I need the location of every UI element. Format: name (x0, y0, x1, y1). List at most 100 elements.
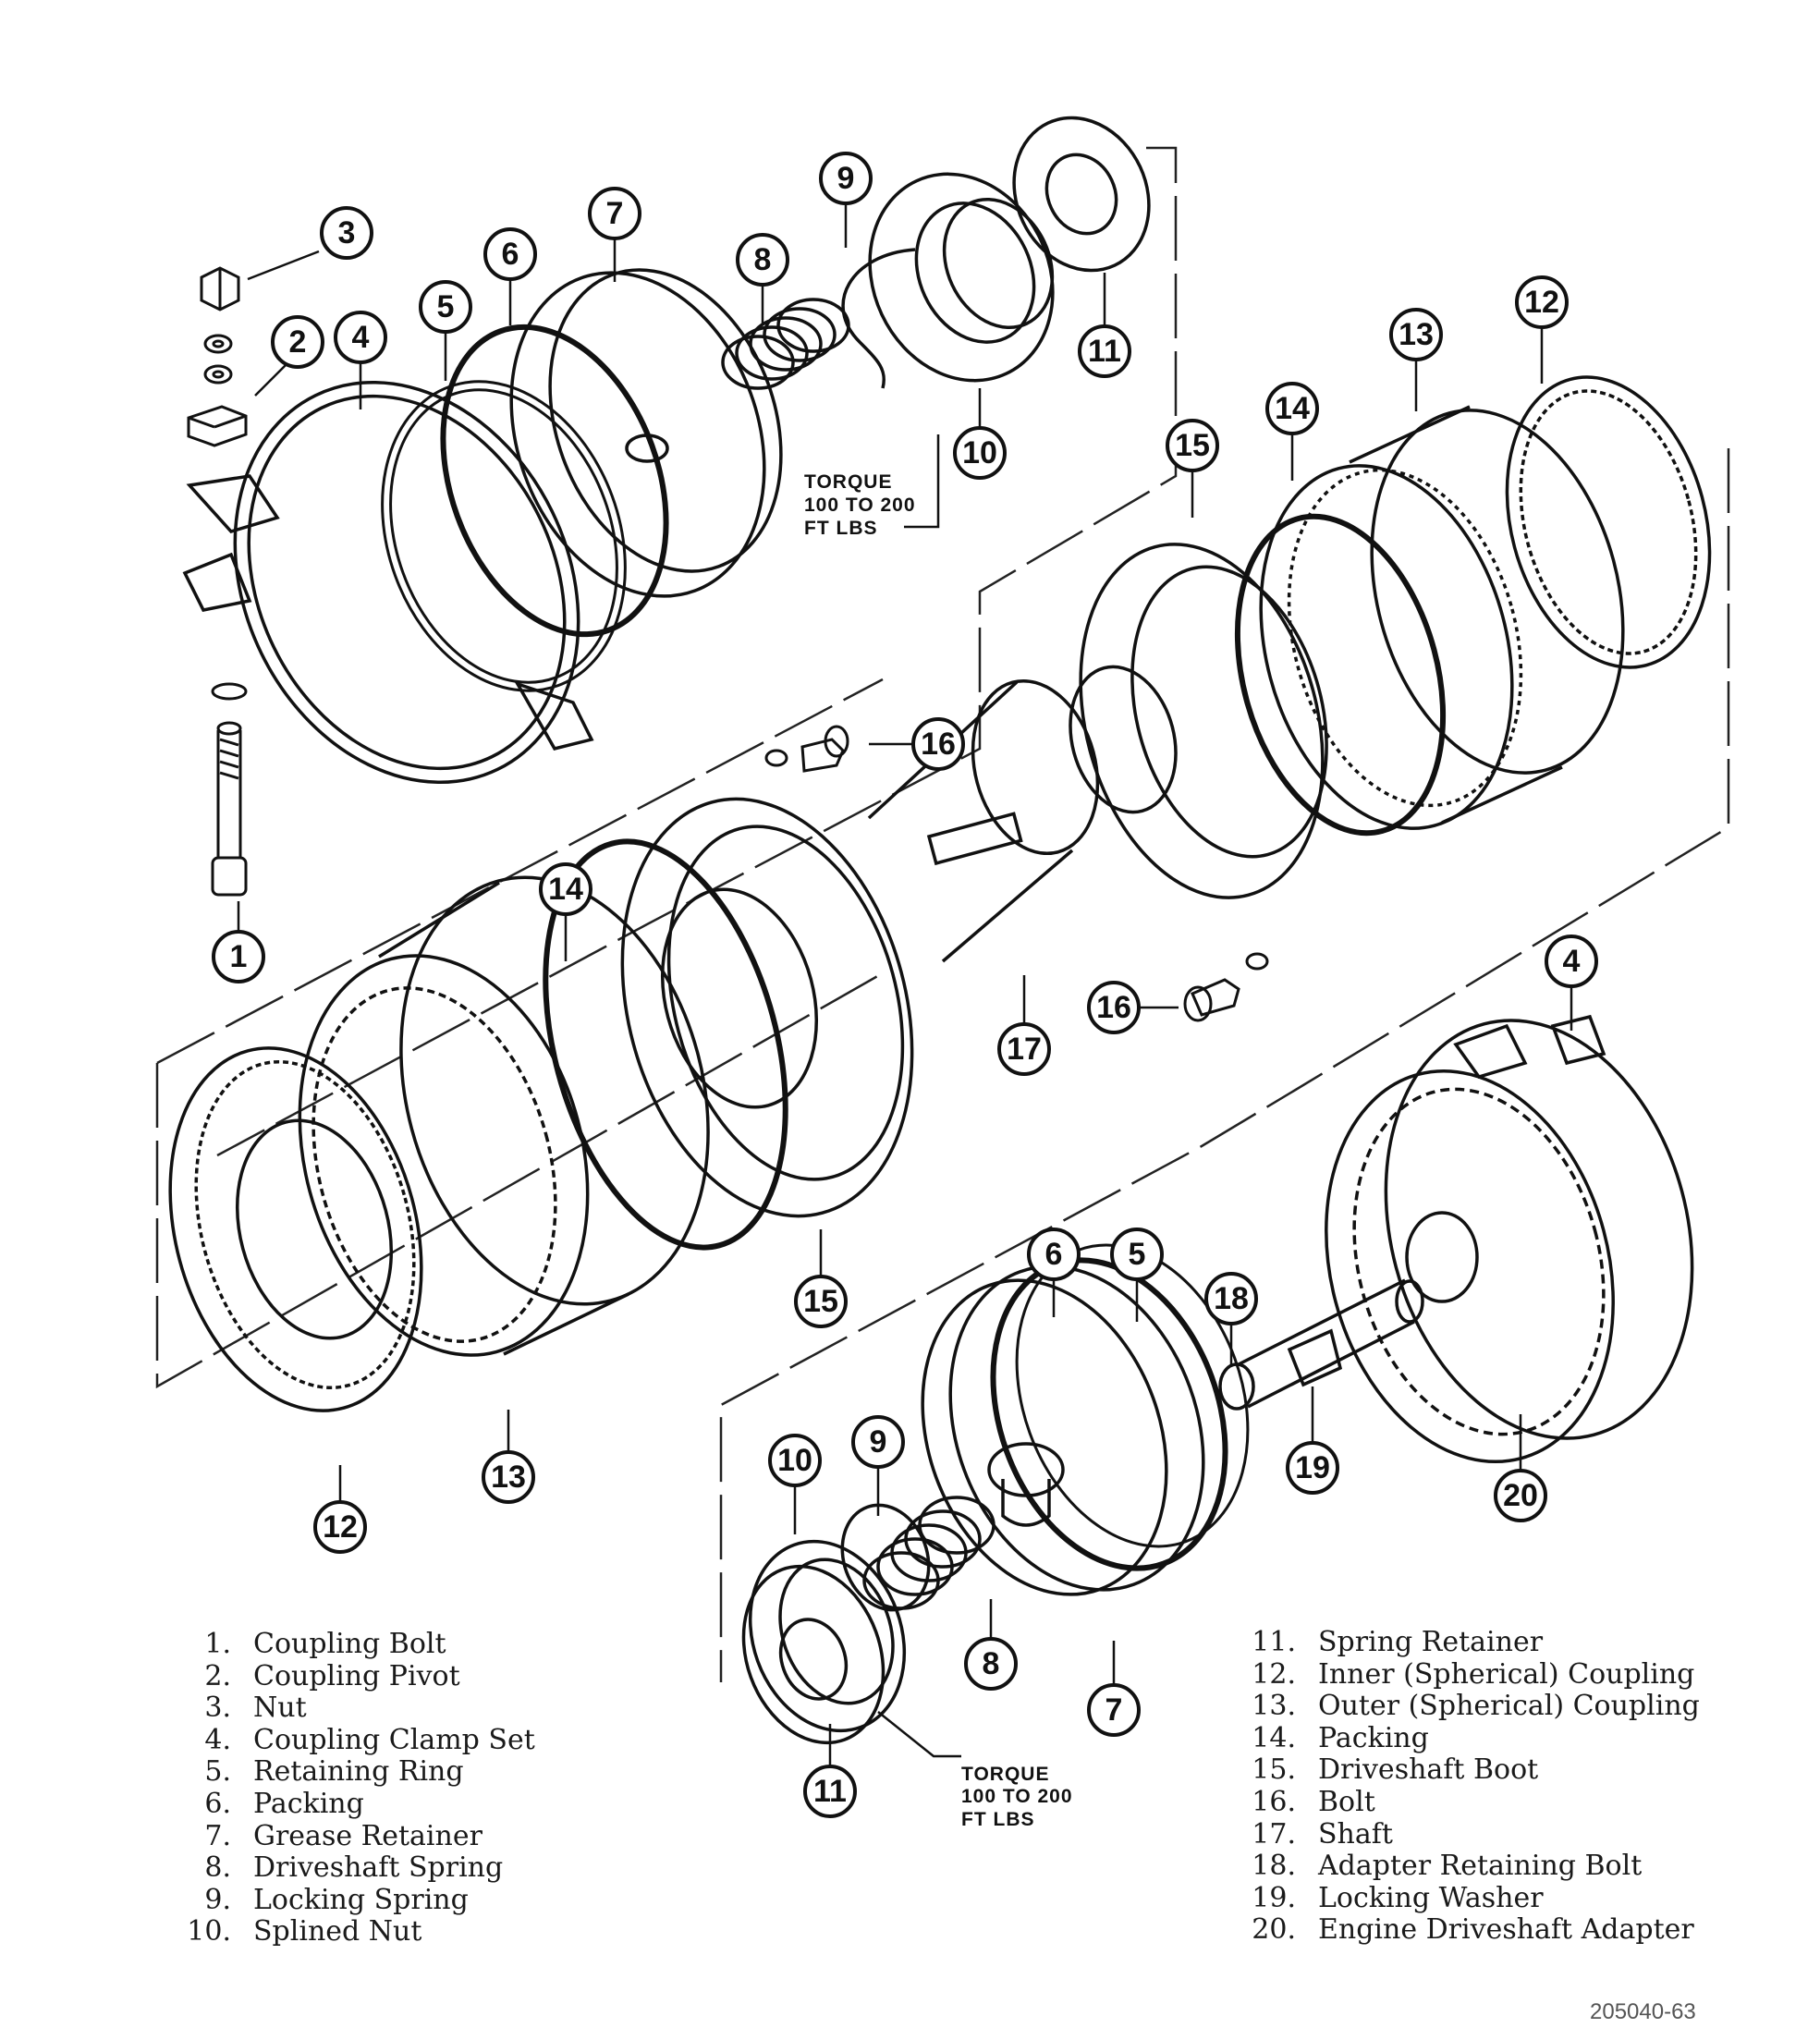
callout-16-upper: 16 (911, 717, 965, 771)
legend-item-number: 10. (187, 1915, 231, 1948)
packing-right-part (1234, 513, 1447, 837)
svg-text:11: 11 (813, 1774, 847, 1809)
coupling-pivot-part (187, 405, 248, 447)
svg-text:7: 7 (606, 196, 624, 231)
svg-text:4: 4 (1563, 944, 1581, 979)
legend-item-number: 17. (1252, 1817, 1296, 1851)
legend-item-number: 7. (204, 1819, 231, 1852)
svg-text:18: 18 (1214, 1281, 1249, 1316)
leader-lines (237, 203, 1573, 1765)
callout-18: 18 (1204, 1272, 1258, 1325)
svg-text:19: 19 (1295, 1450, 1330, 1485)
legend-item-label: Driveshaft Boot (1318, 1753, 1539, 1787)
svg-text:FT LBS: FT LBS (804, 518, 878, 539)
svg-text:8: 8 (983, 1646, 1000, 1681)
legend-item-number: 20. (1252, 1913, 1296, 1947)
svg-text:6: 6 (1045, 1237, 1063, 1272)
driveshaft-spring-lower-part (862, 1496, 996, 1610)
legend-item-number: 9. (204, 1883, 231, 1916)
svg-text:15: 15 (803, 1284, 838, 1319)
bolt-upper-part (764, 725, 849, 773)
legend-item: 11.Spring Retainer (1244, 1626, 1700, 1659)
legend-item-label: Packing (1318, 1721, 1429, 1754)
svg-text:6: 6 (502, 237, 519, 272)
engine-adapter-part (1325, 1069, 1615, 1464)
inner-coupling-lower-part (168, 1046, 423, 1412)
legend-item: 5.Retaining Ring (183, 1756, 535, 1789)
callout-9-upper: 9 (819, 152, 873, 205)
legend-item: 8.Driveshaft Spring (183, 1852, 535, 1885)
svg-text:16: 16 (921, 727, 956, 762)
legend-item-label: Coupling Pivot (253, 1659, 460, 1692)
legend-item: 14. Packing (1244, 1721, 1700, 1755)
torque-note-lower: TORQUE 100 TO 200 FT LBS (961, 1764, 1073, 1830)
legend-item-number: 1. (204, 1628, 231, 1660)
callout-14-upper: 14 (1265, 382, 1319, 435)
legend-item-number: 14. (1252, 1721, 1296, 1754)
splined-nut-lower-part (748, 1539, 907, 1733)
callout-15-lower: 15 (794, 1275, 848, 1328)
callout-15-upper: 15 (1166, 419, 1219, 472)
packing-upper-part (440, 324, 669, 638)
nut-part (200, 266, 240, 385)
bolt-lower-part (1183, 952, 1269, 1022)
legend-item-label: Nut (253, 1692, 307, 1725)
callout-13-upper: 13 (1389, 308, 1443, 361)
legend-item-number: 15. (1252, 1753, 1296, 1787)
callout-5-lower: 5 (1110, 1228, 1164, 1281)
coupling-clamp-lower-part (1384, 1014, 1694, 1440)
legend-item-number: 12. (1252, 1657, 1296, 1691)
svg-text:100 TO 200: 100 TO 200 (804, 495, 916, 516)
svg-text:9: 9 (870, 1424, 887, 1460)
svg-text:2: 2 (289, 324, 307, 360)
callout-11-lower: 11 (803, 1765, 857, 1818)
legend-item-label: Shaft (1318, 1817, 1393, 1851)
legend-item-number: 6. (204, 1787, 231, 1820)
legend-item: 3.Nut (183, 1692, 535, 1725)
legend-item: 9.Locking Spring (183, 1883, 535, 1917)
svg-text:5: 5 (437, 289, 455, 324)
adapter-bolt-part (1218, 1278, 1424, 1411)
svg-text:8: 8 (754, 242, 772, 277)
legend-item: 6.Packing (183, 1787, 535, 1821)
svg-text:15: 15 (1175, 428, 1210, 463)
callout-4-lower: 4 (1545, 934, 1598, 988)
callout-7-lower: 7 (1087, 1683, 1141, 1737)
svg-text:100 TO 200: 100 TO 200 (961, 1786, 1073, 1807)
callout-2: 2 (271, 315, 324, 369)
callout-9-lower: 9 (851, 1415, 905, 1469)
legend-item: 7.Grease Retainer (183, 1819, 535, 1853)
callout-10-lower: 10 (768, 1434, 822, 1487)
locking-spring-upper-part (841, 248, 916, 389)
legend-item: 16.Bolt (1244, 1785, 1700, 1819)
legend-item-number: 19. (1252, 1881, 1296, 1914)
legend-item-label: Splined Nut (253, 1915, 422, 1948)
outer-coupling-lower-part (298, 875, 710, 1357)
legend-item: 20.Engine Driveshaft Adapter (1244, 1914, 1700, 1947)
driveshaft-boot-lower-part (620, 797, 914, 1218)
callout-4-upper: 4 (334, 311, 387, 364)
callout-8-upper: 8 (736, 233, 789, 287)
legend-item-label: Inner (Spherical) Coupling (1318, 1657, 1695, 1691)
splined-nut-upper-part (868, 172, 1055, 383)
legend-item: 12. Inner (Spherical) Coupling (1244, 1657, 1700, 1692)
legend-item-number: 5. (204, 1755, 231, 1789)
callout-3: 3 (320, 206, 373, 260)
spring-retainer-upper-part (1012, 116, 1151, 273)
legend-item: 18.Adapter Retaining Bolt (1244, 1851, 1700, 1883)
callout-6-upper: 6 (483, 227, 537, 281)
legend-item-label: Outer (Spherical) Coupling (1318, 1690, 1700, 1723)
legend-item: 10. Splined Nut (183, 1916, 535, 1948)
svg-text:12: 12 (1524, 285, 1559, 320)
legend-item: 4.Coupling Clamp Set (183, 1724, 534, 1757)
svg-text:17: 17 (1007, 1032, 1042, 1067)
legend-item-number: 13. (1252, 1690, 1296, 1723)
legend-item-label: Locking Washer (1318, 1881, 1544, 1914)
legend-item-label: Bolt (1318, 1785, 1375, 1818)
callout-8-lower: 8 (964, 1637, 1018, 1691)
driveshaft-boot-upper-part (1079, 543, 1328, 899)
callout-7-upper: 7 (588, 187, 641, 240)
legend-item-number: 8. (204, 1851, 231, 1885)
svg-text:3: 3 (338, 215, 356, 250)
